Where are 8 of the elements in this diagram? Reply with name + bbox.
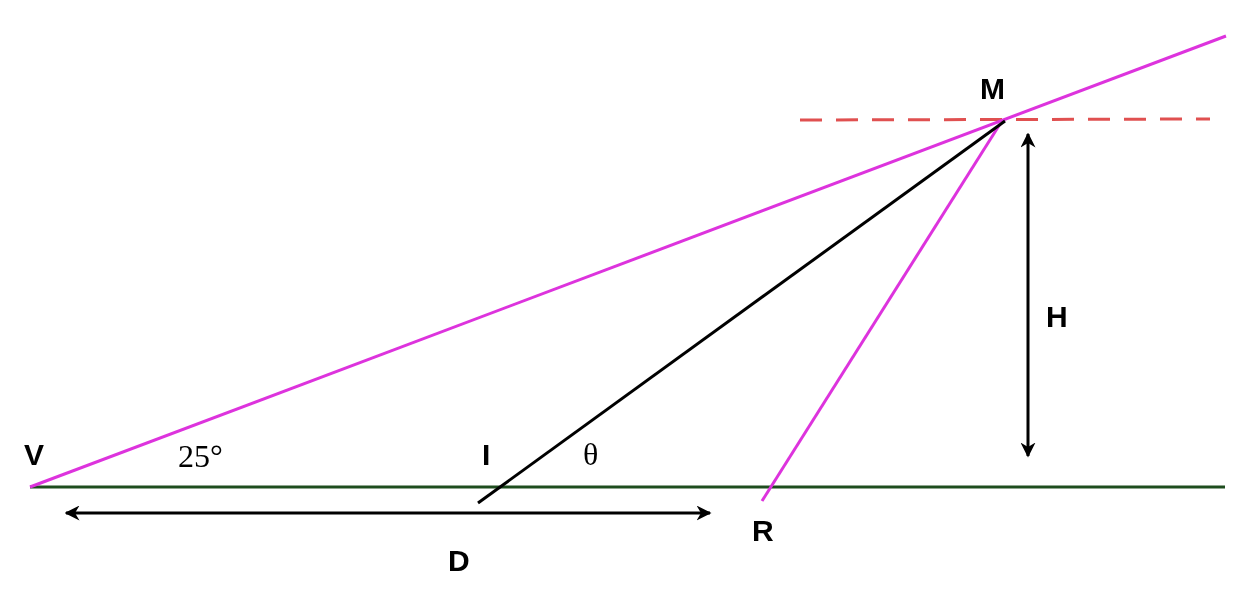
point-label: R: [752, 516, 774, 546]
dimension-label: H: [1046, 302, 1068, 332]
dimension-label: D: [448, 546, 470, 576]
point-label: M: [980, 74, 1005, 104]
angle-label: 25°: [178, 440, 223, 472]
point-label: I: [482, 440, 491, 470]
point-label: V: [24, 440, 44, 470]
angle-label: θ: [583, 438, 599, 470]
